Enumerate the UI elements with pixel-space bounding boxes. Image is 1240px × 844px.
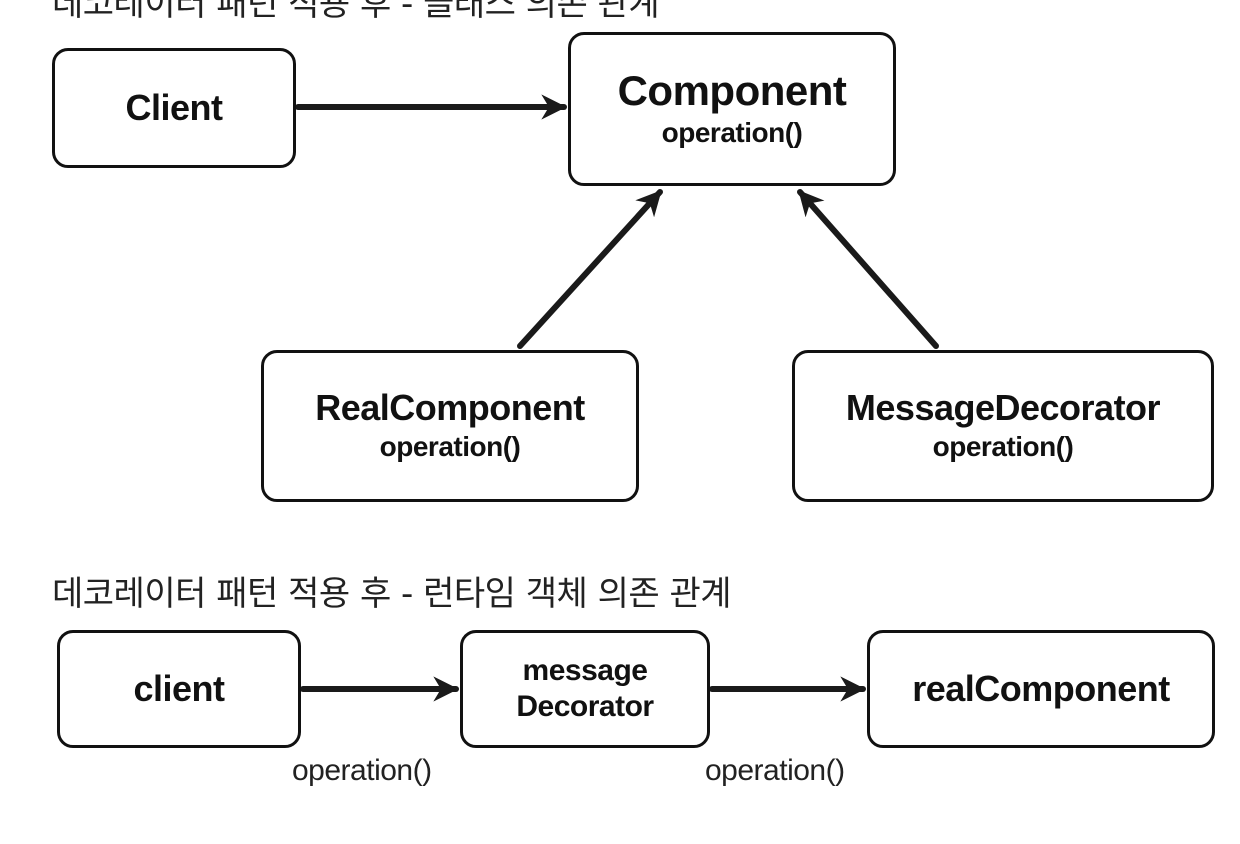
real-component-object-name: realComponent (912, 668, 1170, 710)
message-decorator-class-node: MessageDecorator operation() (792, 350, 1214, 502)
client-object-node: client (57, 630, 301, 748)
message-decorator-object-node: message Decorator (460, 630, 710, 748)
client-class-node: Client (52, 48, 296, 168)
edge-label-client-to-decorator: operation() (292, 754, 432, 787)
class-dependency-title: 데코레이터 패턴 적용 후 - 클래스 의존 관계 (52, 0, 660, 24)
message-decorator-object-name-line1: message (522, 654, 648, 687)
client-class-name: Client (125, 87, 223, 129)
real-component-object-node: realComponent (867, 630, 1215, 748)
message-decorator-object-name-line2: Decorator (516, 690, 654, 723)
real-component-name: RealComponent (315, 387, 585, 429)
client-object-name: client (133, 668, 225, 710)
runtime-dependency-title: 데코레이터 패턴 적용 후 - 런타임 객체 의존 관계 (52, 574, 732, 614)
message-decorator-method: operation() (932, 430, 1074, 462)
edge-label-decorator-to-real: operation() (705, 754, 845, 787)
real-component-class-node: RealComponent operation() (261, 350, 639, 502)
component-method: operation() (661, 116, 803, 148)
component-interface-node: Component operation() (568, 32, 896, 186)
real-component-method: operation() (379, 430, 521, 462)
arrow-realcomponent-to-component (517, 189, 663, 349)
component-name: Component (617, 66, 847, 114)
message-decorator-name: MessageDecorator (845, 387, 1161, 429)
arrow-messagedecorator-to-component (797, 189, 939, 349)
